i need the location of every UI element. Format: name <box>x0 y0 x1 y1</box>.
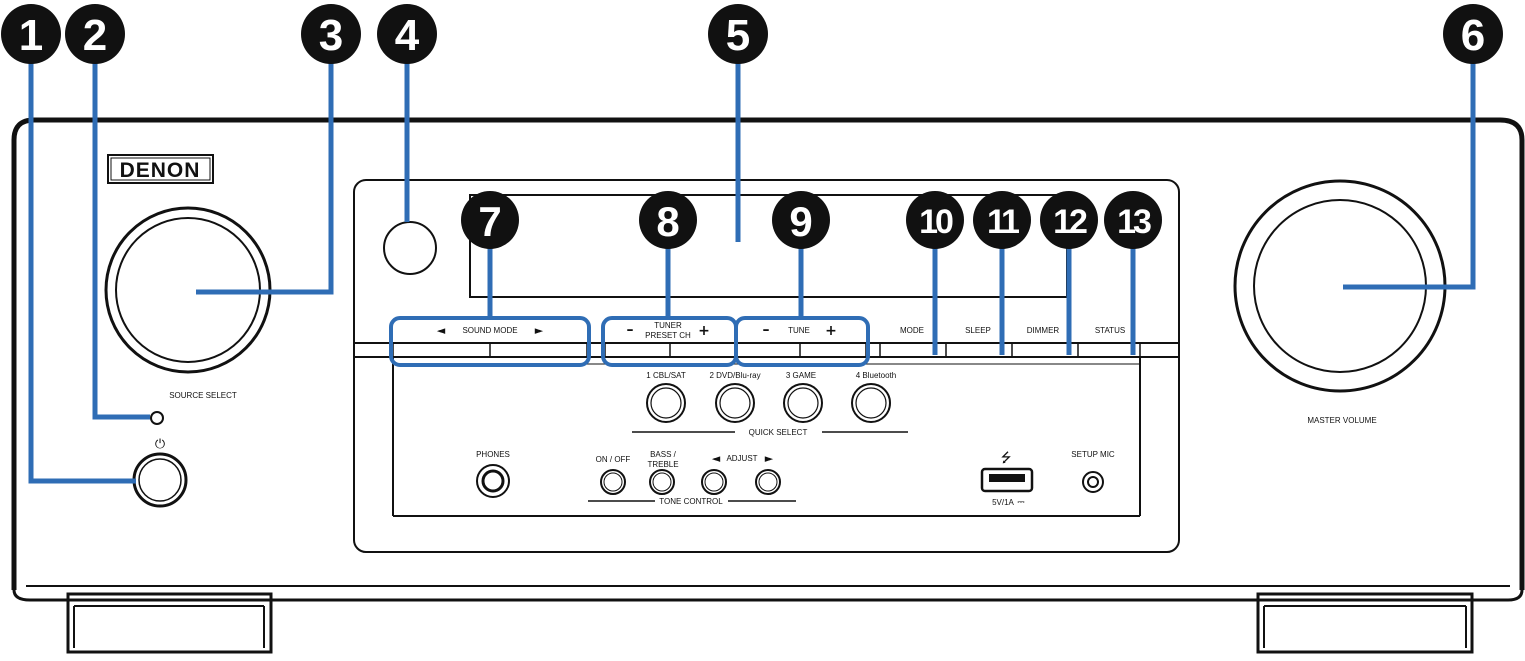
callout-7: 7 <box>461 191 519 249</box>
brand-logo-text: DENON <box>120 159 201 182</box>
brand-logo: DENON <box>107 154 214 184</box>
tone-on-off-button[interactable] <box>600 469 626 495</box>
callout-leaders <box>28 50 1476 484</box>
quick-select-3-label: 3 GAME <box>786 371 816 380</box>
quick-select-4-label: 4 Bluetooth <box>856 371 896 380</box>
adjust-label: ADJUST <box>726 454 757 463</box>
usb-icon: ⭍ <box>1001 451 1012 466</box>
bass-treble-button[interactable] <box>649 469 675 495</box>
status-label: STATUS <box>1095 326 1125 335</box>
power-icon: ⏻ <box>155 437 165 452</box>
callout-4: 4 <box>377 4 437 64</box>
tune-label: TUNE <box>788 326 810 335</box>
callout-2: 2 <box>65 4 125 64</box>
power-indicator-led <box>150 411 164 425</box>
leader-1 <box>28 50 136 484</box>
setup-mic-label: SETUP MIC <box>1071 450 1115 459</box>
callout-11: 11 <box>973 191 1031 249</box>
tune-up-button[interactable] <box>801 344 865 356</box>
callout-1-number: 1 <box>19 11 43 60</box>
callout-3: 3 <box>301 4 361 64</box>
quick-select-1-button[interactable] <box>646 383 686 423</box>
remote-sensor <box>383 221 437 275</box>
phones-jack[interactable] <box>476 464 510 498</box>
callout-9: 9 <box>772 191 830 249</box>
quick-select-2-button[interactable] <box>715 383 755 423</box>
tone-on-off-label: ON / OFF <box>596 455 631 464</box>
tune-plus-icon: + <box>825 323 837 339</box>
callout-1: 1 <box>1 4 61 64</box>
bass-treble-label-line2: TREBLE <box>647 460 678 469</box>
adjust-right-arrow-icon: ► <box>765 452 774 465</box>
foot-left <box>66 592 273 654</box>
bass-treble-label-line1: BASS / <box>650 450 677 459</box>
callout-4-number: 4 <box>395 11 420 60</box>
tuner-preset-up-button[interactable] <box>671 344 735 356</box>
dc-symbol-icon: ⎓ <box>1017 498 1024 508</box>
quick-select-3-button[interactable] <box>783 383 823 423</box>
tuner-label-line2: PRESET CH <box>645 331 691 340</box>
leader-3 <box>196 50 334 295</box>
callout-13: 13 <box>1104 191 1162 249</box>
chassis <box>11 117 1525 602</box>
callout-10: 10 <box>906 191 964 249</box>
usb-rating-label: 5V/1A <box>992 498 1014 507</box>
callout-5-number: 5 <box>726 11 750 60</box>
master-volume-knob[interactable] <box>1233 179 1447 393</box>
callout-12: 12 <box>1040 191 1098 249</box>
callout-5: 5 <box>708 4 768 64</box>
callout-12-number: 12 <box>1053 203 1087 241</box>
sound-mode-left-arrow-icon: ◄ <box>437 324 446 337</box>
adjust-left-button[interactable] <box>701 469 727 495</box>
tuner-plus-icon: + <box>698 323 710 339</box>
status-button[interactable] <box>1079 344 1139 356</box>
callout-8-number: 8 <box>656 198 679 245</box>
tuner-preset-down-button[interactable] <box>606 344 669 356</box>
foot-right <box>1256 592 1474 654</box>
adjust-left-arrow-icon: ◄ <box>712 452 721 465</box>
callout-9-number: 9 <box>789 198 812 245</box>
tuner-label-line1: TUNER <box>654 321 682 330</box>
quick-select-label: QUICK SELECT <box>749 428 808 437</box>
master-volume-label: MASTER VOLUME <box>1307 416 1376 425</box>
source-select-label: SOURCE SELECT <box>169 391 237 400</box>
callout-6-number: 6 <box>1461 11 1485 60</box>
dimmer-label: DIMMER <box>1027 326 1060 335</box>
quick-select-1-label: 1 CBL/SAT <box>646 371 686 380</box>
sound-mode-left-button[interactable] <box>394 344 489 356</box>
leader-2 <box>92 50 150 420</box>
tone-control-label: TONE CONTROL <box>659 497 723 506</box>
tune-minus-icon: – <box>763 322 770 338</box>
setup-mic-jack[interactable] <box>1082 471 1104 493</box>
sound-mode-right-arrow-icon: ► <box>535 324 544 337</box>
usb-port[interactable] <box>980 467 1034 493</box>
mode-label: MODE <box>900 326 924 335</box>
phones-label: PHONES <box>476 450 510 459</box>
callout-7-number: 7 <box>478 198 501 245</box>
callout-11-number: 11 <box>987 203 1019 241</box>
callout-3-number: 3 <box>319 11 343 60</box>
sleep-label: SLEEP <box>965 326 991 335</box>
callout-8: 8 <box>639 191 697 249</box>
sound-mode-label: SOUND MODE <box>462 326 517 335</box>
quick-select-2-label: 2 DVD/Blu-ray <box>709 371 760 380</box>
callout-10-number: 10 <box>919 203 953 241</box>
callout-2-number: 2 <box>83 11 107 60</box>
callout-6: 6 <box>1443 4 1503 64</box>
leader-6 <box>1343 50 1476 290</box>
callout-13-number: 13 <box>1117 203 1151 241</box>
tune-down-button[interactable] <box>737 344 799 356</box>
quick-select-4-button[interactable] <box>851 383 891 423</box>
adjust-right-button[interactable] <box>755 469 781 495</box>
sound-mode-right-button[interactable] <box>491 344 586 356</box>
tuner-minus-icon: – <box>627 322 634 338</box>
power-button[interactable] <box>132 452 188 508</box>
